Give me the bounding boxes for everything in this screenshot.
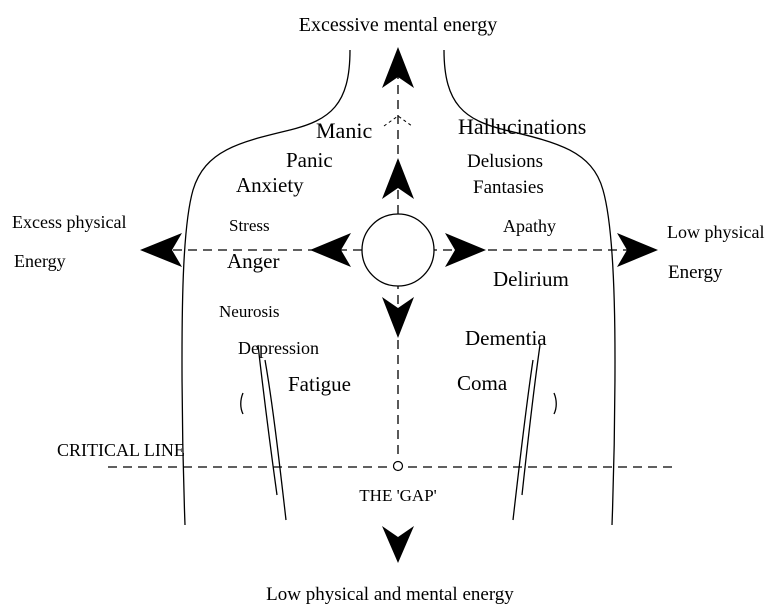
right-axis-label-line2: Energy: [668, 262, 723, 283]
right-hip-mark: [554, 393, 556, 414]
gap-label: THE 'GAP': [359, 486, 436, 505]
state-delusions: Delusions: [467, 151, 543, 172]
state-depression: Depression: [238, 338, 319, 358]
state-fatigue: Fatigue: [288, 372, 351, 396]
top-arrow-icon: [382, 47, 414, 88]
right-axis-label-line1: Low physical: [667, 222, 764, 242]
gap-marker: [394, 462, 403, 471]
left-arm-line-inner: [265, 360, 286, 520]
state-neurosis: Neurosis: [219, 302, 279, 321]
critical-line-label: CRITICAL LINE: [57, 440, 185, 460]
left-hip-mark: [241, 393, 243, 414]
state-anger: Anger: [227, 249, 279, 273]
state-dementia: Dementia: [465, 326, 547, 350]
state-panic: Panic: [286, 148, 333, 172]
left-axis-label-line1: Excess physical: [12, 212, 126, 232]
bottom-axis-label: Low physical and mental energy: [266, 584, 514, 605]
left-axis-label-line2: Energy: [14, 251, 66, 271]
state-hallucinations: Hallucinations: [458, 114, 586, 139]
state-delirium: Delirium: [493, 267, 569, 291]
top-axis-label: Excessive mental energy: [299, 14, 497, 36]
state-manic: Manic: [316, 118, 372, 143]
state-fantasies: Fantasies: [473, 177, 544, 198]
state-anxiety: Anxiety: [236, 173, 304, 197]
bottom-arrow-icon: [382, 526, 414, 563]
state-apathy: Apathy: [503, 216, 556, 236]
state-coma: Coma: [457, 371, 508, 395]
state-stress: Stress: [229, 216, 270, 235]
center-circle: [362, 214, 434, 286]
right-arm-line-inner: [513, 360, 533, 520]
